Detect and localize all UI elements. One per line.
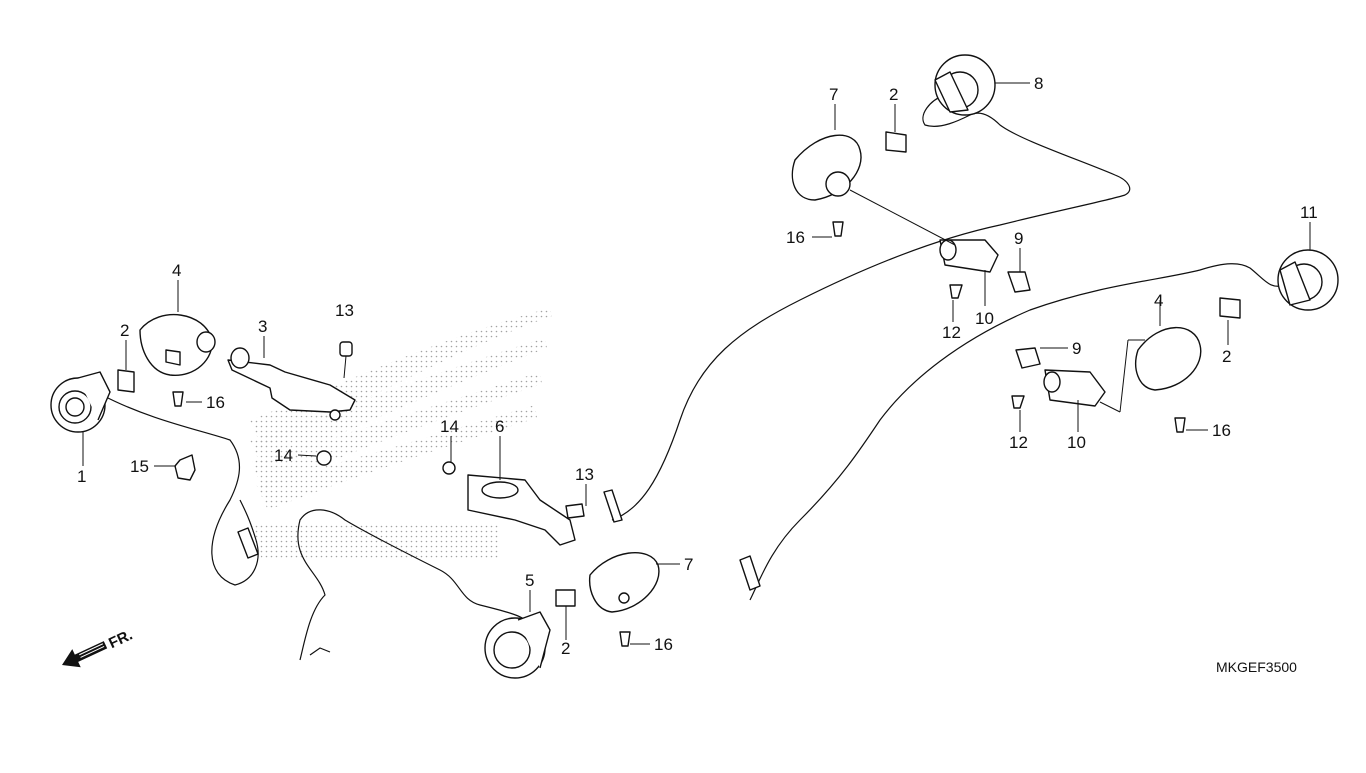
callout-1: 1 — [77, 467, 86, 486]
callout-9: 9 — [1014, 229, 1023, 248]
callout-12: 12 — [1009, 433, 1028, 452]
part-16-screw-right — [1174, 417, 1186, 433]
part-1-turn-signal-base — [50, 371, 111, 433]
callout-16: 16 — [206, 393, 225, 412]
wing-logo-watermark — [250, 308, 552, 560]
callout-4: 4 — [172, 261, 181, 280]
part-16-screw-left — [172, 391, 184, 407]
part-7-shell-center — [588, 551, 660, 613]
part-14-nut-center — [442, 461, 456, 475]
part-4-shell-left — [139, 314, 216, 376]
part-2-clip-left — [117, 369, 135, 393]
part-12-screw-lower — [1011, 395, 1025, 409]
part-8-turn-signal-base — [934, 54, 996, 116]
part-10-socket-lower — [1043, 369, 1106, 407]
callout-15: 15 — [130, 457, 149, 476]
callout-16: 16 — [1212, 421, 1231, 440]
callout-4: 4 — [1154, 291, 1163, 310]
callout-16: 16 — [654, 635, 673, 654]
part-2-clip-top — [885, 131, 907, 153]
left-wire-harness — [101, 394, 526, 661]
part-5-turn-signal-base — [484, 611, 551, 679]
callout-14: 14 — [440, 417, 459, 436]
part-11-turn-signal-base — [1277, 249, 1339, 311]
callout-2: 2 — [889, 85, 898, 104]
part-15-clamp — [174, 454, 196, 481]
callout-3: 3 — [258, 317, 267, 336]
callout-5: 5 — [525, 571, 534, 590]
callout-13: 13 — [575, 465, 594, 484]
callout-13: 13 — [335, 301, 354, 320]
callout-11: 11 — [1300, 203, 1318, 222]
part-9-clip-upper — [1007, 271, 1031, 293]
part-10-socket-upper — [939, 239, 999, 273]
part-16-screw-center — [619, 631, 631, 647]
part-3-bracket — [227, 347, 356, 421]
callout-2: 2 — [1222, 347, 1231, 366]
part-13-bolt-left — [339, 341, 353, 379]
callout-6: 6 — [495, 417, 504, 436]
diagram-code: MKGEF3500 — [1216, 659, 1297, 675]
callout-8: 8 — [1034, 74, 1043, 93]
leader-lines — [82, 82, 1311, 645]
part-2-clip-right — [1219, 297, 1241, 319]
part-4-shell-right — [1135, 326, 1202, 391]
part-7-shell-top — [791, 134, 862, 201]
part-14-nut-left — [316, 450, 332, 466]
direction-label: FR. — [106, 626, 135, 652]
right-wire-harness — [603, 94, 1286, 601]
part-9-clip-lower — [1015, 347, 1041, 369]
front-direction-arrow: FR. — [62, 626, 135, 668]
callout-12: 12 — [942, 323, 961, 342]
callout-16: 16 — [786, 228, 805, 247]
part-2-clip-center — [555, 589, 576, 607]
callout-7: 7 — [829, 85, 838, 104]
callout-10: 10 — [975, 309, 994, 328]
callout-2: 2 — [561, 639, 570, 658]
part-6-bracket — [467, 474, 576, 546]
callout-labels: 1 2 3 4 13 14 16 15 6 14 13 5 2 7 16 7 2… — [77, 74, 1318, 658]
part-13-bolt-center — [565, 503, 585, 519]
callout-2: 2 — [120, 321, 129, 340]
callout-9: 9 — [1072, 339, 1081, 358]
callout-10: 10 — [1067, 433, 1086, 452]
part-16-screw-top — [832, 221, 844, 237]
part-12-screw-upper — [949, 284, 963, 299]
callout-14: 14 — [274, 446, 293, 465]
callout-7: 7 — [684, 555, 693, 574]
